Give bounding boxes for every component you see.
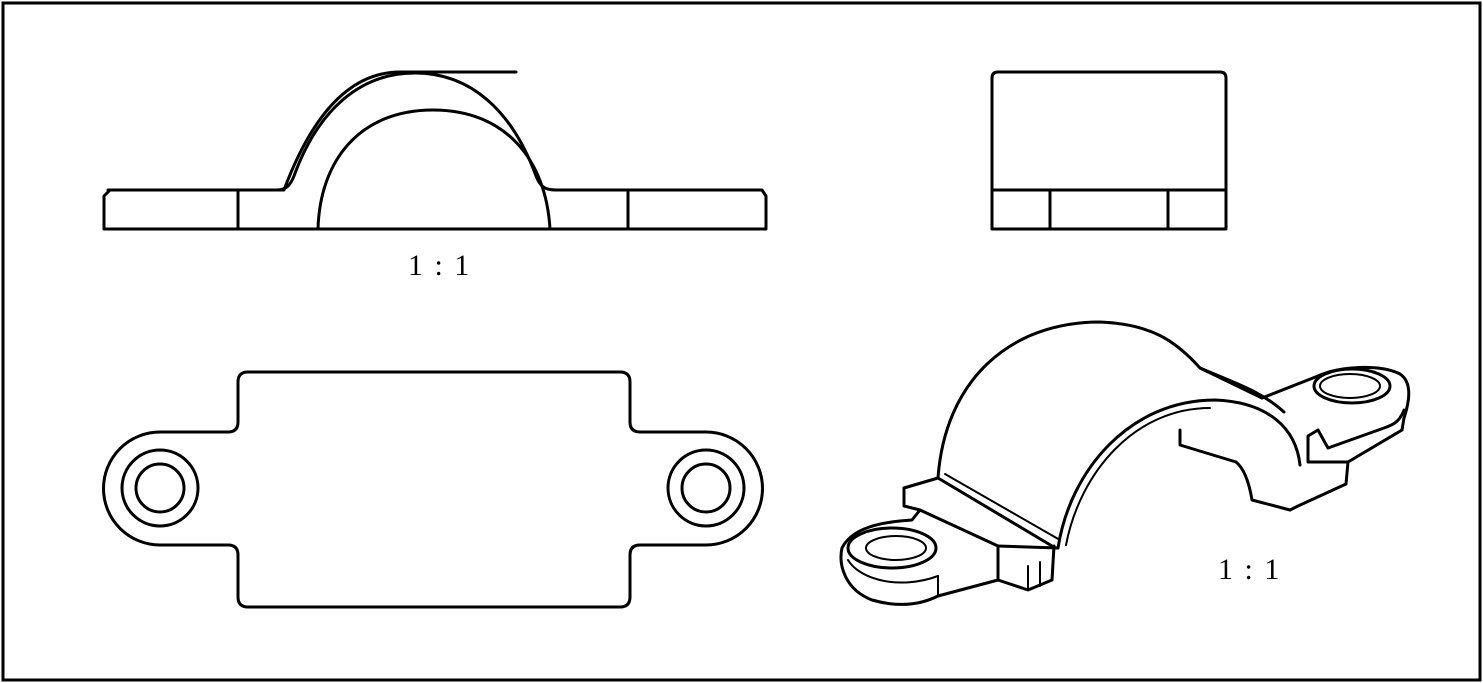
left-flange-hole-inner: [865, 535, 927, 561]
right-flange-hole-inner: [1319, 373, 1381, 399]
left-flange-hole-outer: [846, 526, 938, 570]
top-view: [102, 370, 764, 609]
side-view: [990, 70, 1228, 231]
right-hole-inner: [680, 462, 732, 514]
isometric-view-scale-label: 1 : 1: [1218, 553, 1282, 586]
front-view-scale-label: 1 : 1: [408, 249, 472, 282]
isometric-view: [839, 320, 1411, 606]
left-hole-outer: [120, 448, 200, 528]
left-hole-inner: [134, 462, 186, 514]
front-view: [102, 70, 768, 231]
right-flange-hole-outer: [1312, 367, 1392, 405]
right-hole-outer: [666, 448, 746, 528]
